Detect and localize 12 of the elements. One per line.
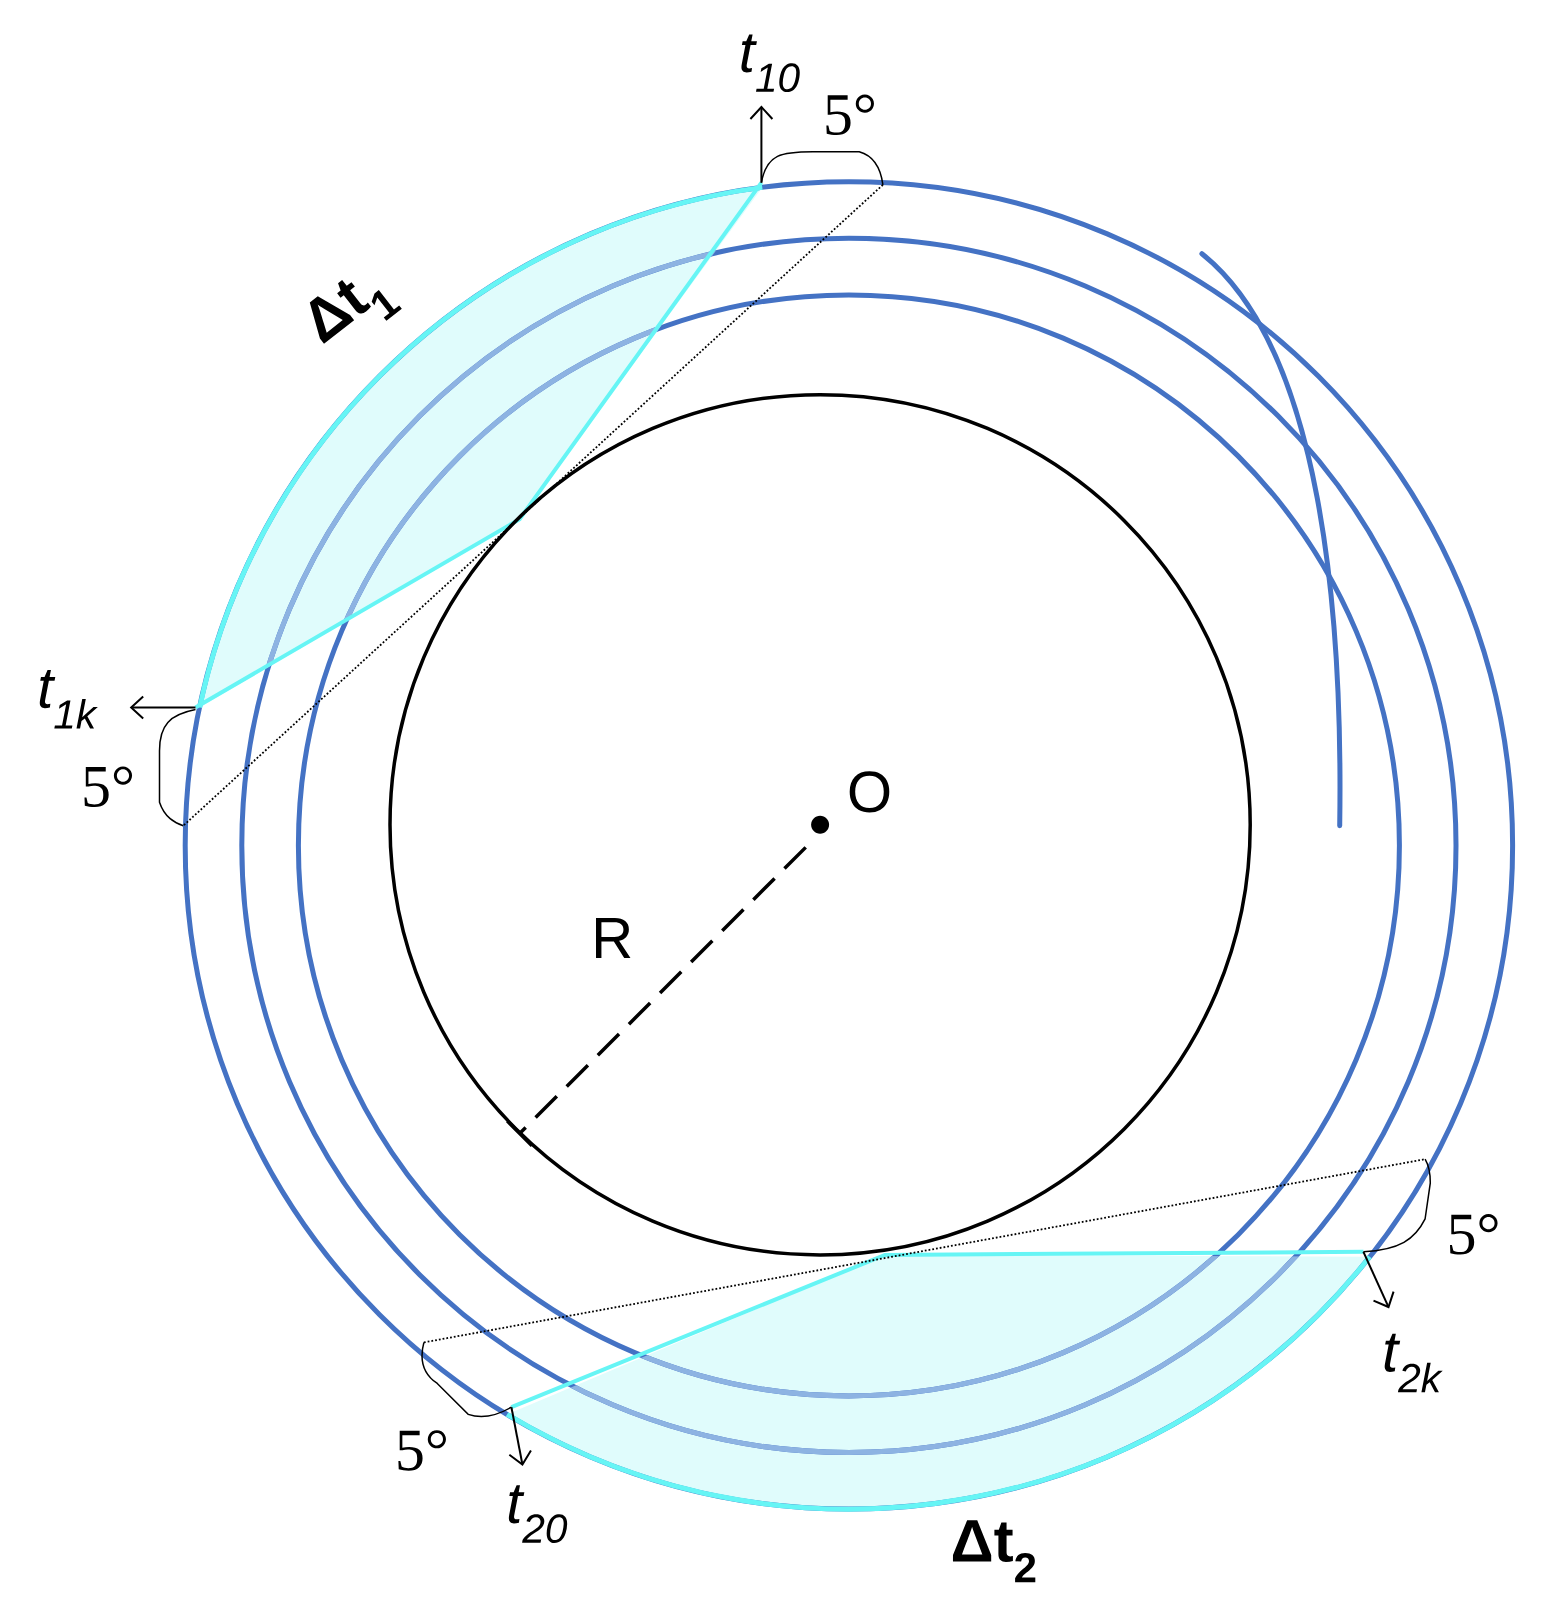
time-label: t$_{1k}$ <box>39 670 98 729</box>
angle-label: 5° <box>84 766 133 807</box>
time-label: t$_{20}$ <box>508 1485 568 1543</box>
point-label: O <box>849 771 890 813</box>
time-label: t$_{2k}$ <box>1384 1333 1443 1393</box>
interval-label: Δt$_{2}$ <box>952 1520 1036 1583</box>
interval-label: Δt$_{1}$ <box>309 279 402 344</box>
angle-label: 5° <box>398 1430 446 1471</box>
angle-label: 5° <box>1450 1214 1498 1255</box>
angle-label: 5° <box>826 94 874 135</box>
time-label: t$_{10}$ <box>741 34 800 93</box>
radius-label: R <box>596 918 631 958</box>
